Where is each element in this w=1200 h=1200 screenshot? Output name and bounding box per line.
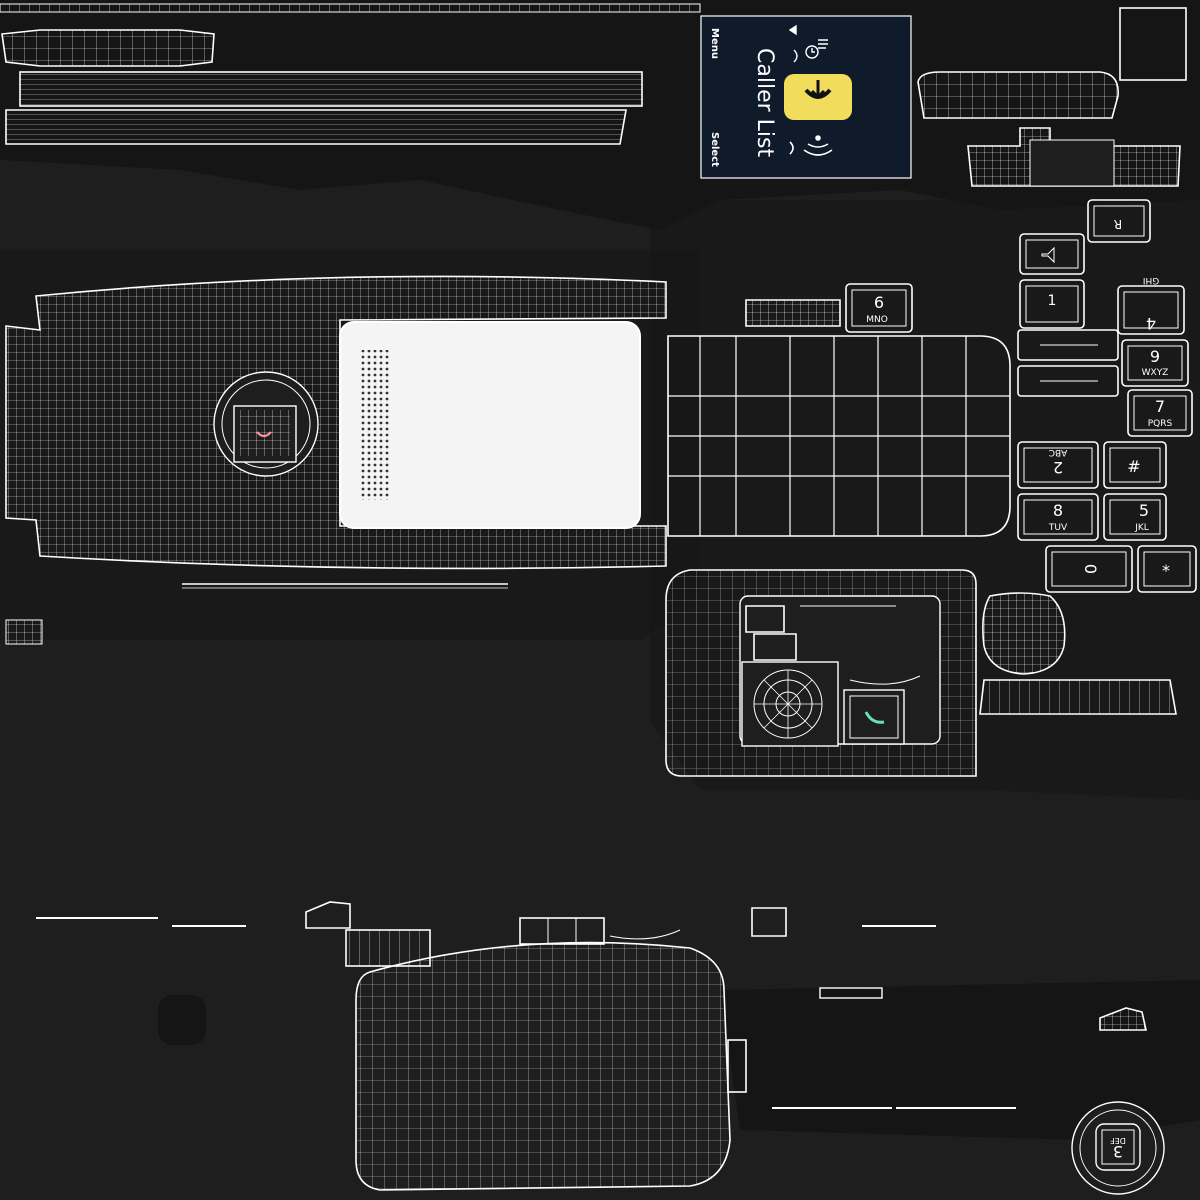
svg-text:9: 9 (1150, 347, 1160, 366)
softkey-select: Select (709, 132, 720, 167)
nav-keypad-piece (665, 569, 977, 777)
svg-text:R: R (1114, 217, 1122, 231)
phone-call-icon (864, 711, 885, 724)
key-r: R (1087, 199, 1151, 243)
key-caps: R 1 4 GHI 6 MNO (845, 199, 1197, 593)
top-right-pieces (917, 7, 1187, 187)
svg-text:1: 1 (1048, 293, 1057, 309)
svg-text:DEF: DEF (1110, 1136, 1126, 1145)
key-2: 2 ABC (1017, 441, 1099, 489)
svg-text:7: 7 (1155, 397, 1165, 416)
svg-text:WXYZ: WXYZ (1142, 368, 1169, 378)
svg-text:ABC: ABC (1049, 447, 1067, 457)
call-history-icon (788, 24, 828, 63)
back-housing (355, 941, 747, 1191)
key-1: 1 (1019, 279, 1085, 329)
key-4: 4 GHI (1117, 275, 1185, 335)
svg-text:6: 6 (874, 293, 884, 312)
speaker-icon (1041, 246, 1055, 264)
svg-text:4: 4 (1146, 314, 1156, 333)
screen-title: Caller List (752, 48, 777, 157)
keypad-grid (667, 299, 1011, 537)
bottom-pieces (36, 901, 1147, 1109)
svg-text:MNO: MNO (866, 315, 888, 325)
svg-text:JKL: JKL (1134, 523, 1149, 533)
svg-text:#: # (1127, 457, 1140, 476)
softkey-menu: Menu (709, 28, 720, 59)
svg-text:5: 5 (1139, 501, 1149, 520)
key-speaker (1019, 233, 1085, 275)
key-9: 9 WXYZ (1121, 339, 1189, 387)
ringing-icon (789, 135, 833, 156)
svg-text:TUV: TUV (1048, 523, 1068, 533)
svg-text:*: * (1162, 561, 1170, 580)
phone-screen: Menu Select Caller List (700, 15, 912, 179)
key-3: 3 DEF (1071, 1101, 1165, 1195)
key-hash: # (1103, 441, 1167, 489)
key-7: 7 PQRS (1127, 389, 1193, 437)
top-strips (0, 3, 701, 145)
speaker-grille (360, 350, 390, 500)
right-parts (979, 592, 1177, 715)
svg-text:GHI: GHI (1143, 275, 1159, 285)
key-6: 6 MNO (845, 283, 913, 333)
svg-text:2: 2 (1053, 458, 1063, 477)
svg-text:0: 0 (1081, 564, 1100, 574)
svg-text:8: 8 (1053, 501, 1063, 520)
key-5: 5 JKL (1103, 493, 1167, 541)
phone-hangup-icon (256, 431, 272, 438)
front-housing (5, 275, 667, 645)
svg-text:PQRS: PQRS (1148, 419, 1173, 429)
svg-text:3: 3 (1113, 1142, 1123, 1161)
key-star: * (1137, 545, 1197, 593)
side-keys (1017, 329, 1119, 397)
key-8: 8 TUV (1017, 493, 1099, 541)
key-0: 0 (1045, 545, 1133, 593)
